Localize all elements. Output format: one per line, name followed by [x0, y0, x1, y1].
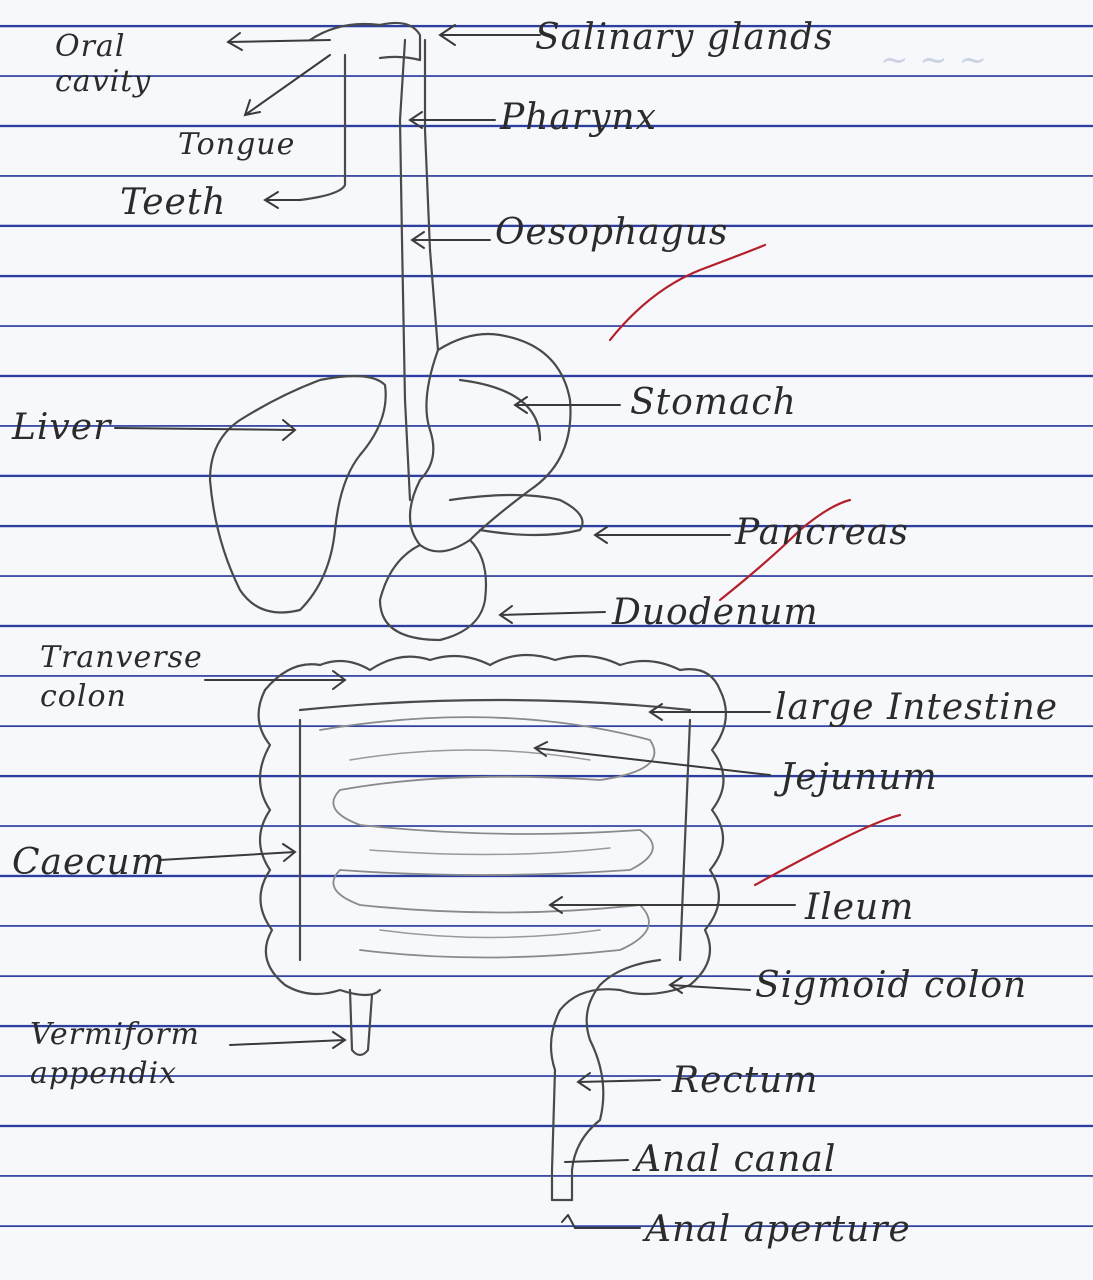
- label-anal-aperture: Anal aperture: [645, 1212, 911, 1248]
- rectum-wall-left: [552, 1070, 555, 1200]
- label-duodenum: Duodenum: [612, 595, 819, 631]
- arrow-pharynx: [410, 112, 495, 128]
- label-tongue: Tongue: [178, 130, 295, 160]
- rectum-wall-right: [572, 1040, 603, 1200]
- label-vermiform-appendix: Vermiform appendix: [30, 1015, 230, 1093]
- label-ileum: Ileum: [805, 890, 914, 926]
- arrow-appendix: [230, 1032, 345, 1048]
- label-jejunum: Jejunum: [780, 760, 938, 796]
- oral-bracket: [300, 55, 345, 200]
- arrow-rectum: [578, 1073, 660, 1090]
- descending-colon-inner: [680, 720, 690, 960]
- arrow-duodenum: [500, 606, 605, 623]
- arrow-oral-cavity: [228, 33, 330, 50]
- arrow-oesophagus: [412, 232, 490, 248]
- arrow-caecum: [160, 844, 295, 861]
- ascending-colon: [259, 690, 380, 995]
- red-check-mark-1: [610, 245, 765, 340]
- label-caecum: Caecum: [12, 845, 166, 881]
- red-check-mark-3: [755, 815, 900, 885]
- transverse-colon: [265, 655, 720, 690]
- label-pharynx: Pharynx: [500, 100, 657, 136]
- arrow-ileum: [550, 897, 795, 913]
- vermiform-appendix: [350, 990, 372, 1055]
- stomach-outline: [410, 334, 571, 551]
- arrow-anal-aperture: [562, 1215, 640, 1228]
- oesophagus-right-wall: [425, 40, 438, 350]
- label-liver: Liver: [12, 410, 111, 446]
- arrow-large-intestine: [650, 704, 770, 720]
- oesophagus-left-wall: [400, 40, 410, 500]
- label-salivary-glands: Salinary glands: [535, 20, 834, 56]
- label-oesophagus: Oesophagus: [495, 215, 728, 251]
- sigmoid-colon-inner: [587, 960, 660, 1040]
- duodenum-loop: [380, 540, 486, 640]
- small-intestine-coils: [320, 717, 654, 957]
- label-transverse-colon: Tranverse colon: [40, 638, 220, 716]
- transverse-colon-inner: [300, 700, 690, 710]
- label-sigmoid-colon: Sigmoid colon: [755, 968, 1027, 1004]
- label-anal-canal: Anal canal: [635, 1142, 836, 1178]
- label-rectum: Rectum: [672, 1063, 818, 1099]
- liver-outline: [210, 376, 386, 613]
- label-stomach: Stomach: [630, 385, 797, 421]
- label-oral-cavity: Oral cavity: [55, 30, 195, 99]
- arrow-pancreas: [595, 527, 730, 543]
- arrow-sigmoid-colon: [670, 977, 750, 993]
- arrow-salivary: [440, 25, 540, 45]
- sigmoid-colon: [551, 985, 690, 1070]
- stomach-inner: [460, 380, 540, 440]
- arrow-liver: [115, 420, 295, 440]
- label-teeth: Teeth: [120, 185, 226, 221]
- arrow-transverse-colon: [205, 671, 345, 689]
- label-large-intestine: large Intestine: [775, 690, 1058, 726]
- label-pancreas: Pancreas: [735, 515, 909, 551]
- arrow-teeth: [265, 192, 300, 208]
- descending-colon: [690, 690, 726, 985]
- arrow-tongue: [245, 55, 330, 115]
